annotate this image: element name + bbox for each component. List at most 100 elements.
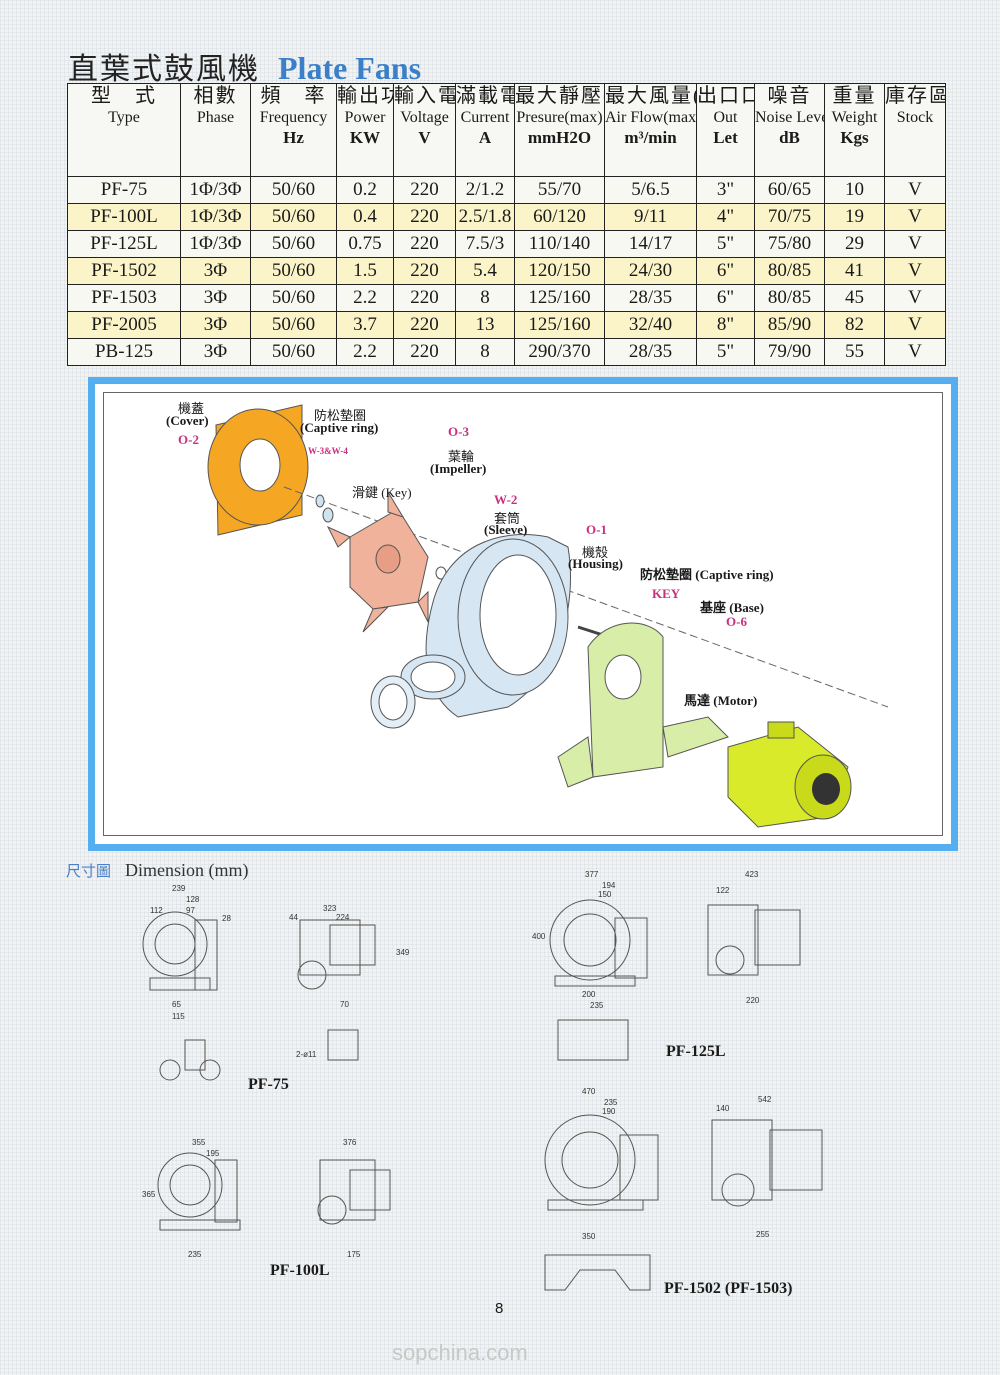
table-cell: 85/90 [754,311,825,339]
header-air-flow-max-: 最大風量(吐出)Air Flow(max)m³/min [604,83,697,177]
model-pf125l: PF-125L [666,1043,726,1060]
table-cell: 5" [696,230,755,258]
diagram-inner-frame [103,392,943,836]
table-cell: 80/85 [754,284,825,312]
table-cell: 50/60 [250,230,337,258]
table-cell: 290/370 [514,338,605,366]
header-zh: 相數 [193,85,238,107]
table-cell: 3Φ [180,311,251,339]
table-cell: 50/60 [250,203,337,231]
shaft-axis [283,486,889,708]
pf75-dim-70: 70 [340,1000,349,1009]
pf100l-dim-175: 175 [347,1250,361,1259]
header-unit: Kgs [840,128,869,147]
table-cell: 28/35 [604,338,697,366]
table-cell: 50/60 [250,311,337,339]
header-en: Noise Level [755,109,824,126]
pf75-dim-224: 224 [336,913,350,922]
title-en: Plate Fans [278,50,422,86]
header-unit: KW [349,128,381,147]
table-cell: 220 [393,230,456,258]
table-cell: PF-100L [67,203,181,231]
table-cell: 220 [393,203,456,231]
header-en: Stock [896,109,934,126]
table-cell: 5" [696,338,755,366]
table-cell: V [884,203,946,231]
pf75-dim-mount-holes: 2-ø11 [296,1050,317,1059]
table-cell: 14/17 [604,230,697,258]
header-zh: 輸出功率 [337,85,393,107]
header-zh: 出口口徑 [697,85,754,107]
base-code: O-6 [726,614,747,629]
pf75-dim-97: 97 [186,906,195,915]
table-cell: 8 [455,338,515,366]
model-pf100l: PF-100L [270,1262,330,1279]
header-unit: Let [713,128,738,147]
header-unit: mmH2O [527,128,592,147]
table-cell: 3Φ [180,284,251,312]
pf125l-side-view [707,904,801,976]
cover-code: O-2 [178,432,199,447]
key-2-code: KEY [652,586,681,601]
pf75-dim-115: 115 [172,1012,185,1021]
header-stock: 庫存區分Stock [884,83,946,177]
header-en: Presure(max) [516,109,603,126]
table-cell: 6" [696,284,755,312]
table-cell: 50/60 [250,257,337,285]
pf75-bottom-view [159,1029,359,1081]
table-cell: 0.4 [336,203,394,231]
table-cell: 2.2 [336,284,394,312]
table-cell: PF-1503 [67,284,181,312]
table-cell: V [884,338,946,366]
header-zh: 重量 [832,85,877,107]
pf125l-dim-220: 220 [746,996,760,1005]
header-zh: 頻 率 [260,85,327,107]
table-cell: 220 [393,257,456,285]
captive-ring-code: W-3&W-4 [308,446,348,456]
table-cell: 220 [393,176,456,204]
table-cell: 3Φ [180,338,251,366]
table-cell: 7.5/3 [455,230,515,258]
sleeve-zh: 套筒 [494,511,521,526]
table-cell: 0.2 [336,176,394,204]
table-cell: 2.2 [336,338,394,366]
pf75-dim-349: 349 [396,948,410,957]
header-power: 輸出功率PowerKW [336,83,394,177]
header-voltage: 輸入電壓VoltageV [393,83,456,177]
page-title: 直葉式鼓風機 Plate Fans [68,44,421,88]
header-en: Voltage [400,109,449,126]
table-cell: 120/150 [514,257,605,285]
table-cell: 1Φ/3Φ [180,230,251,258]
header-en: Air Flow(max) [605,109,697,126]
header-en: Phase [196,109,235,126]
key-label: 滑鍵 (Key) [352,485,412,500]
pf100l-dim-235: 235 [188,1250,202,1259]
table-cell: 10 [824,176,885,204]
pf1502-side-view [711,1119,823,1207]
table-cell: 60/65 [754,176,825,204]
table-cell: 82 [824,311,885,339]
table-cell: 9/11 [604,203,697,231]
motor-part [727,721,852,828]
pf125l-dim-400: 400 [532,932,546,941]
pf100l-dim-355: 355 [192,1138,206,1147]
table-cell: 1Φ/3Φ [180,176,251,204]
dimension-heading-en: Dimension (mm) [125,860,249,880]
header-unit: A [478,128,492,147]
base-bolt [577,625,604,637]
dimension-heading: 尺寸圖 Dimension (mm) [66,860,249,881]
pf75-dim-44: 44 [289,913,298,922]
pf1502-dim-255: 255 [756,1230,770,1239]
pf75-dim-65: 65 [172,1000,181,1009]
table-cell: 6" [696,257,755,285]
table-cell: 220 [393,338,456,366]
pf100l-dim-376: 376 [343,1138,357,1147]
pf1502-dim-140: 140 [716,1104,730,1113]
pf75-dim-128: 128 [186,895,200,904]
page-number: 8 [495,1300,504,1317]
